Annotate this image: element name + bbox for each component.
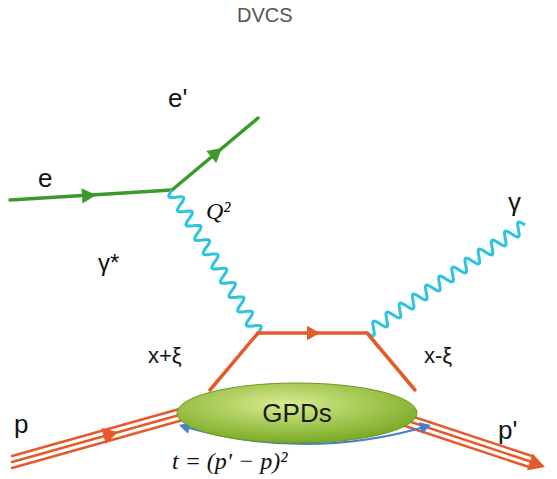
electron-arrow: [206, 148, 222, 163]
electron-line: [172, 118, 258, 190]
particle-label: p: [14, 410, 28, 439]
quark-arrow: [307, 326, 320, 340]
proton-arrow: [101, 428, 118, 444]
proton-line: [12, 406, 190, 456]
electron-arrow: [82, 188, 96, 203]
particle-label: e': [168, 84, 187, 113]
blob-outline: [177, 383, 417, 443]
blob-label: GPDs: [262, 399, 331, 428]
virtual-photon: [169, 190, 261, 333]
proton-line: [12, 418, 190, 468]
kinematic-label: Q²: [206, 198, 231, 224]
quark-line: [210, 333, 258, 390]
diagram-title: DVCS: [237, 4, 293, 26]
momentum-transfer-label: t = (p' − p)²: [172, 448, 287, 474]
gpd-blob: GPDs: [176, 382, 418, 444]
momentum-fraction-label: x-ξ: [424, 344, 452, 368]
particle-label: e: [38, 164, 52, 193]
arc-arrow: [419, 422, 431, 434]
particle-label: p': [498, 416, 517, 445]
real-photon: [367, 222, 525, 336]
proton-line: [12, 412, 190, 462]
proton-arrow: [527, 454, 545, 471]
particle-label: γ: [508, 188, 521, 217]
particle-label: γ*: [98, 250, 119, 276]
momentum-fraction-label: x+ξ: [148, 344, 182, 368]
quark-line: [367, 333, 415, 390]
proton-line: [405, 414, 532, 456]
